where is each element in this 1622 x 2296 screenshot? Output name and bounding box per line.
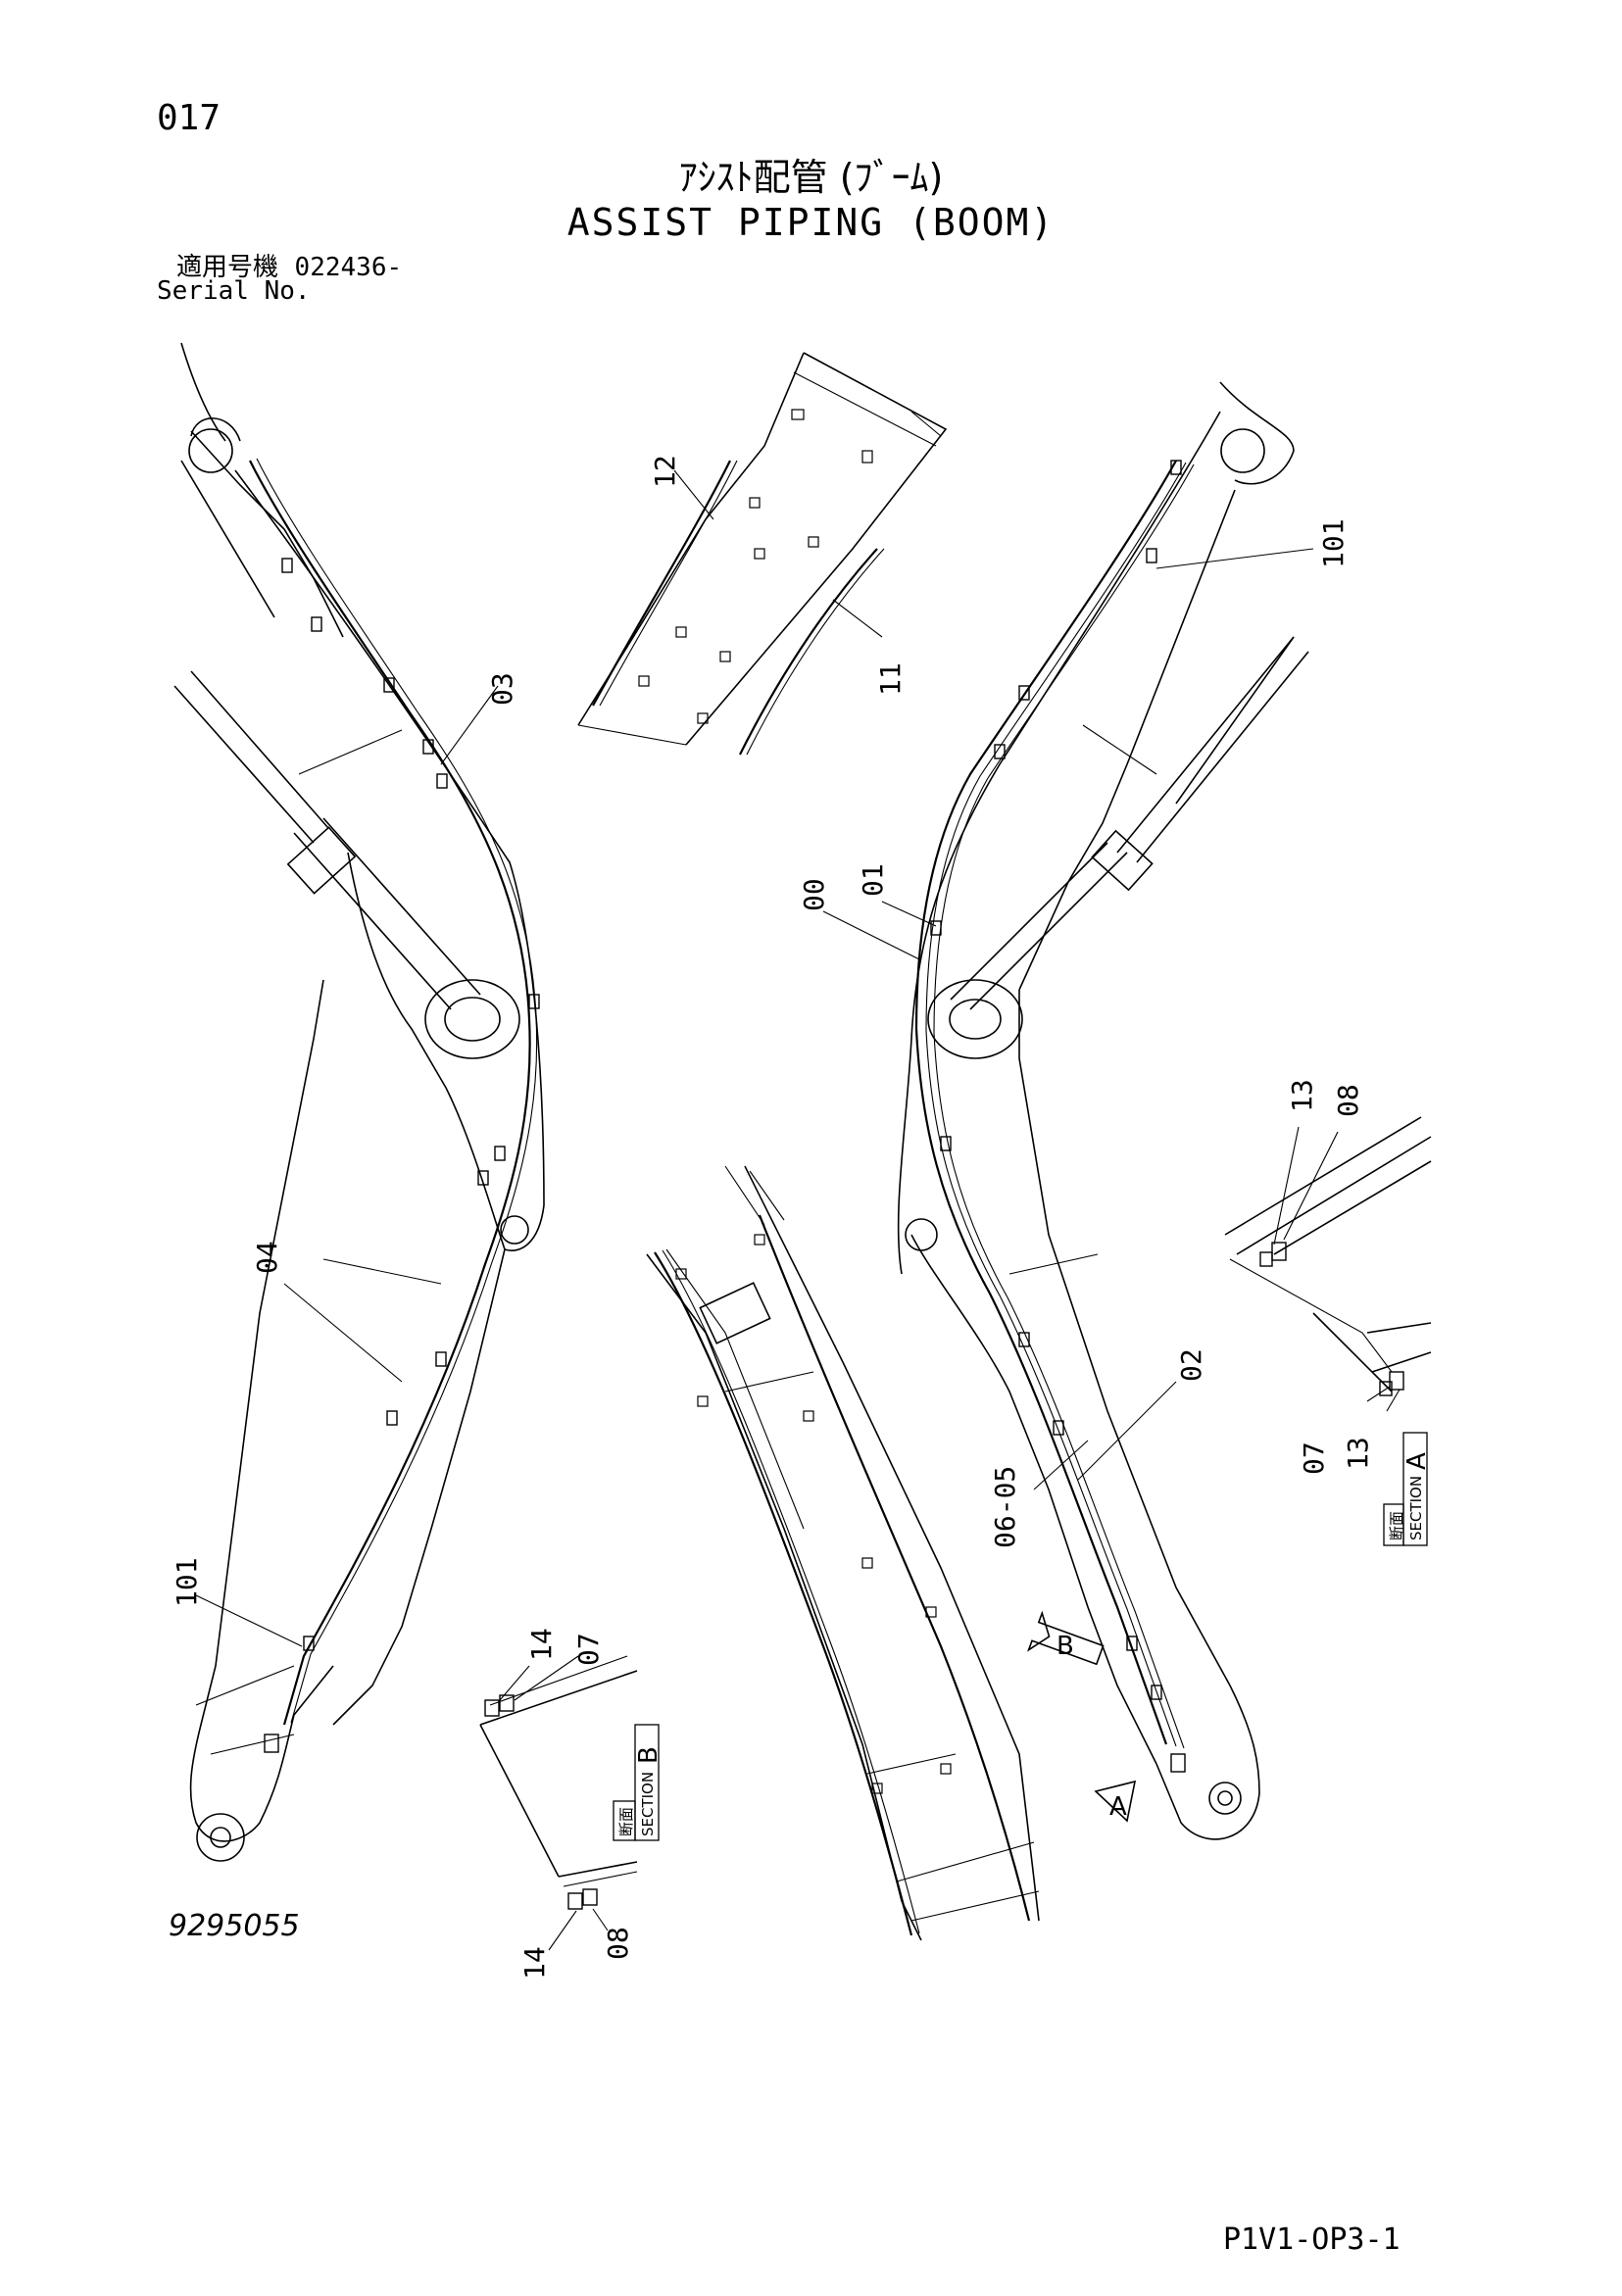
right-boom	[897, 381, 1309, 1840]
section-a-jp: 断面	[1388, 1511, 1405, 1540]
left-boom	[173, 342, 545, 1862]
page-number: 017	[157, 98, 221, 138]
section-b-letter: B	[634, 1746, 664, 1764]
serial-label-jp: 適用号機	[176, 253, 279, 282]
callout-02: 02	[1175, 1348, 1207, 1382]
serial-value: 022436-	[294, 253, 403, 282]
section-a-en: SECTION	[1407, 1476, 1425, 1540]
callout-04: 04	[251, 1241, 283, 1274]
callout-11: 11	[874, 662, 907, 696]
sheet-code: P1V1-OP3-1	[1223, 2223, 1401, 2257]
view-marker-b-letter: B	[1057, 1632, 1074, 1661]
callout-00: 00	[798, 878, 830, 911]
drawing-number: 9295055	[169, 1909, 300, 1943]
section-b-detail	[479, 1655, 660, 1951]
top-detail	[577, 352, 948, 756]
callout-12: 12	[649, 455, 681, 488]
callout-08-b: 08	[602, 1927, 634, 1960]
serial-label: 適用号機 022436-	[176, 247, 402, 283]
callout-13-top: 13	[1286, 1079, 1318, 1112]
section-b-en: SECTION	[639, 1772, 657, 1836]
view-marker-a: A	[1094, 1780, 1137, 1823]
callout-01: 01	[857, 863, 889, 897]
section-a-detail	[1224, 1116, 1432, 1546]
callout-03: 03	[486, 672, 518, 706]
view-marker-a-letter: A	[1109, 1792, 1127, 1822]
callout-101-left: 101	[171, 1557, 203, 1607]
section-b-jp: 断面	[617, 1807, 635, 1836]
callout-07-a: 07	[1298, 1441, 1330, 1475]
callout-06-05: 06-05	[989, 1466, 1021, 1548]
section-a-letter: A	[1402, 1452, 1432, 1470]
view-marker-b: B	[1027, 1610, 1105, 1666]
title-japanese: ｱｼｽﾄ配管 (ﾌﾞｰﾑ)	[678, 156, 944, 199]
callout-07-b: 07	[572, 1633, 605, 1666]
callout-14-b: 14	[518, 1946, 551, 1979]
serial-label-en: Serial No.	[157, 276, 311, 306]
bottom-detail	[646, 1165, 1040, 1941]
title-english: ASSIST PIPING (BOOM)	[566, 201, 1056, 244]
callout-14-top: 14	[525, 1628, 558, 1661]
callout-101-right: 101	[1317, 518, 1350, 568]
callout-08-top: 08	[1332, 1084, 1364, 1117]
callout-13-a: 13	[1342, 1437, 1374, 1470]
